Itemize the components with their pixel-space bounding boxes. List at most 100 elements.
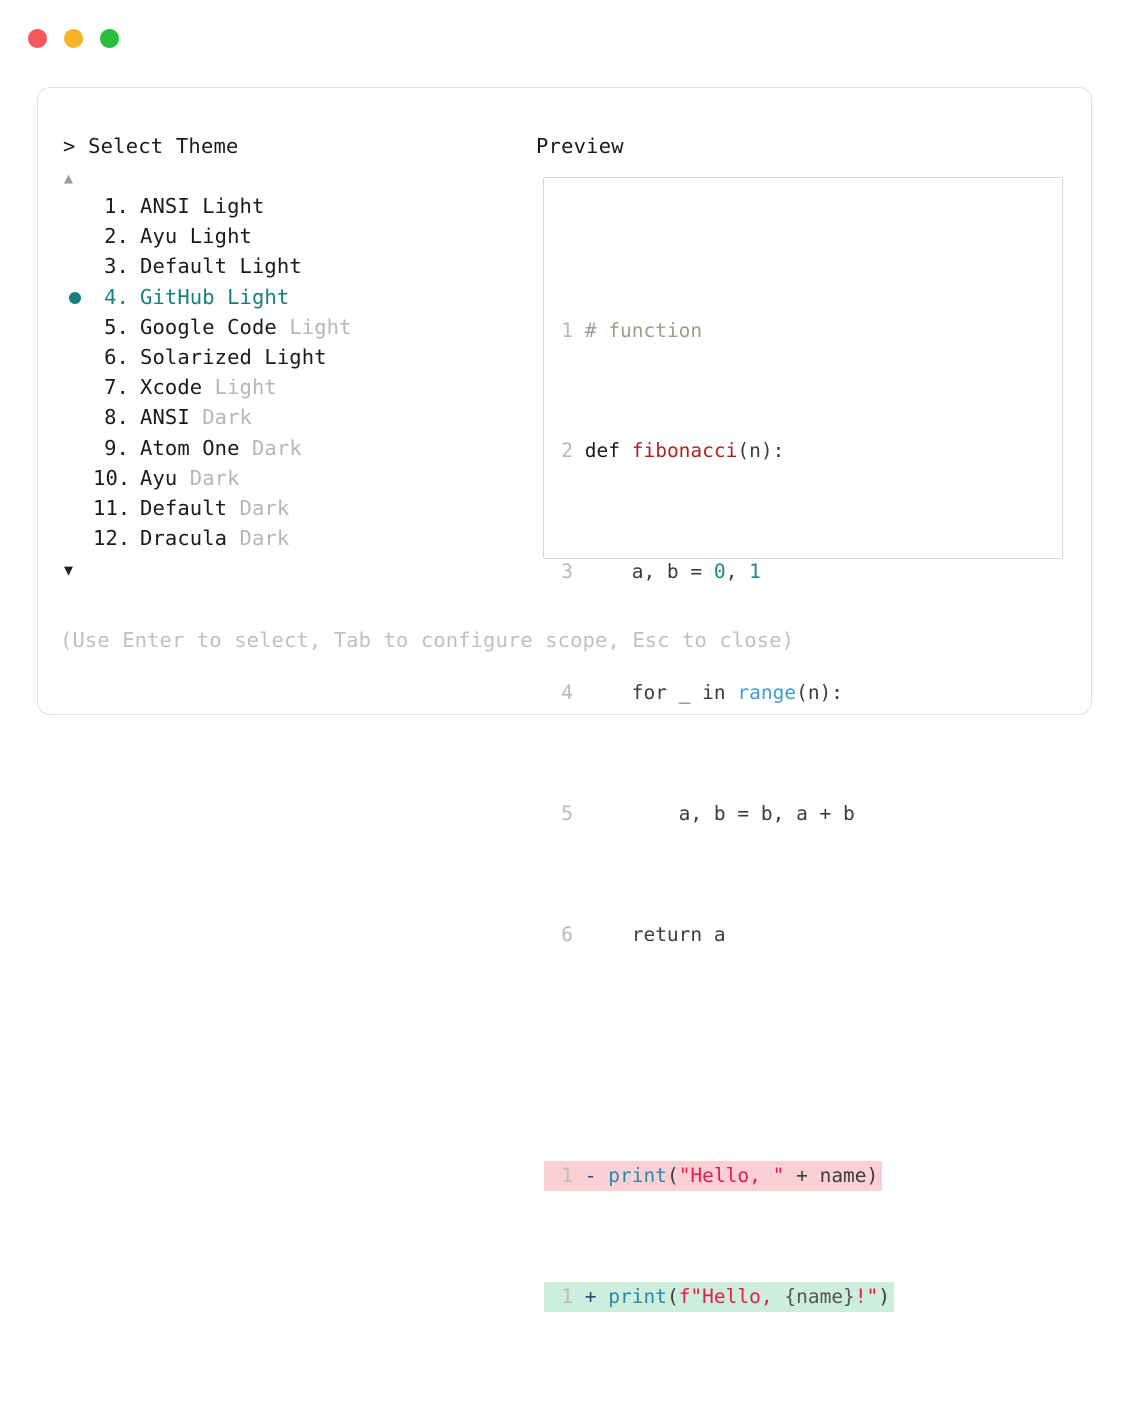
theme-list-item[interactable]: 4. GitHub Light <box>63 285 518 315</box>
code-token-comment: # function <box>584 318 703 342</box>
theme-name: Solarized <box>140 344 252 369</box>
code-token-builtin: range <box>737 681 797 705</box>
selected-bullet-icon <box>69 291 81 304</box>
code-line: 1 # function <box>560 316 1058 346</box>
theme-variant-label: Light <box>214 284 290 309</box>
code-token-operator: + name <box>784 1164 867 1188</box>
code-token-function-name: fibonacci <box>631 439 738 463</box>
theme-list-item[interactable]: 5. Google Code Light <box>63 315 518 345</box>
theme-name: Ayu <box>140 224 178 249</box>
code-token-string: f"Hello, <box>678 1285 785 1309</box>
theme-name: Google Code <box>140 314 277 339</box>
code-line: 3 a, b = 0, 1 <box>560 557 1058 587</box>
line-number: 5 <box>561 801 573 825</box>
traffic-light-group <box>28 29 119 48</box>
theme-variant-label: Light <box>276 314 352 339</box>
code-token-interpolation: {name} <box>784 1285 855 1309</box>
theme-list-item[interactable]: 9.Atom One Dark <box>63 436 518 466</box>
line-number: 1 <box>561 1164 573 1188</box>
theme-name: Xcode <box>140 375 203 400</box>
theme-list-item[interactable]: 1.ANSI Light <box>63 194 518 224</box>
theme-variant-label: Light <box>251 344 327 369</box>
code-token-text: a, b = b, a + b <box>584 801 855 825</box>
theme-index: 7. <box>104 375 129 400</box>
code-block: 1 # function 2 def fibonacci(n): 3 a, b … <box>544 225 1058 1403</box>
theme-index: 10. <box>93 465 131 490</box>
code-token-paren: ) <box>878 1285 891 1309</box>
theme-list-item[interactable]: 12. Dracula Dark <box>63 526 518 556</box>
maximize-button[interactable] <box>100 29 119 48</box>
code-token-keyword: def <box>584 439 632 463</box>
code-line: 6 return a <box>560 920 1058 950</box>
theme-variant-label: Dark <box>227 495 290 520</box>
theme-index: 1. <box>104 194 129 218</box>
theme-index: 9. <box>104 435 129 460</box>
theme-variant-label: Light <box>227 254 302 279</box>
code-token-paren: ( <box>666 1164 679 1188</box>
theme-variant-label: Light <box>202 375 277 400</box>
window-titlebar <box>0 0 1129 74</box>
code-token-params: (n): <box>737 439 785 463</box>
code-token-number: 1 <box>749 560 761 584</box>
theme-variant-label: Dark <box>189 405 252 430</box>
code-token-text: for _ in <box>584 681 738 705</box>
minimize-button[interactable] <box>64 29 83 48</box>
code-token-call: print <box>608 1285 667 1309</box>
code-token-text: , <box>725 560 750 584</box>
theme-list-item[interactable]: 6. Solarized Light <box>63 345 518 375</box>
code-token-string: "Hello, " <box>678 1164 785 1188</box>
line-number: 3 <box>561 560 573 584</box>
theme-list-item[interactable]: 3.Default Light <box>63 254 518 284</box>
code-token-paren: ) <box>866 1164 879 1188</box>
theme-name: Ayu <box>140 465 178 490</box>
theme-index: 12. <box>93 526 131 551</box>
theme-variant-label: Dark <box>177 465 240 490</box>
theme-list-item[interactable]: 2. Ayu Light <box>63 224 518 254</box>
theme-index: 11. <box>93 495 131 520</box>
theme-name: ANSI <box>140 405 190 430</box>
code-token-paren: ( <box>666 1285 679 1309</box>
theme-index: 5. <box>104 314 129 339</box>
scroll-up-icon[interactable]: ▲ <box>64 169 74 187</box>
theme-list-item[interactable]: 7. Xcode Light <box>63 375 518 405</box>
line-number: 4 <box>561 681 573 705</box>
theme-name: Atom One <box>140 435 240 460</box>
page-title: > Select Theme <box>63 134 239 158</box>
theme-index: 8. <box>104 405 129 430</box>
theme-name: Dracula <box>140 526 228 551</box>
code-line: 2 def fibonacci(n): <box>560 436 1058 466</box>
line-number: 1 <box>561 318 573 342</box>
diff-marker-plus: + <box>584 1285 609 1309</box>
line-number: 2 <box>561 439 573 463</box>
code-token-text: return a <box>584 922 726 946</box>
theme-variant-label: Light <box>177 224 252 249</box>
code-token-text: a, b = <box>584 560 714 584</box>
close-button[interactable] <box>28 29 47 48</box>
theme-list-item[interactable]: 11. Default Dark <box>63 496 518 526</box>
code-preview-panel: 1 # function 2 def fibonacci(n): 3 a, b … <box>543 177 1063 1313</box>
keyboard-hint: (Use Enter to select, Tab to configure s… <box>60 628 795 652</box>
diff-marker-minus: - <box>584 1164 609 1188</box>
theme-index: 3. <box>104 254 129 279</box>
theme-index: 6. <box>104 344 129 369</box>
code-token-call: print <box>608 1164 667 1188</box>
theme-name: GitHub <box>140 284 215 309</box>
theme-index: 2. <box>104 224 129 249</box>
code-token-number: 0 <box>713 560 726 584</box>
line-number: 6 <box>561 922 573 946</box>
theme-name: Default <box>140 495 228 520</box>
theme-list-item[interactable]: 8. ANSI Dark <box>63 405 518 435</box>
code-line: 5 a, b = b, a + b <box>560 799 1058 829</box>
scroll-down-icon[interactable]: ▼ <box>64 561 74 580</box>
code-token-string: !" <box>854 1285 879 1309</box>
diff-line-removed: 1 - print("Hello, " + name) <box>544 1161 883 1192</box>
diff-line-added: 1 + print(f"Hello, {name}!") <box>544 1282 895 1313</box>
code-token-text: (n): <box>796 681 844 705</box>
theme-list-item[interactable]: 10. Ayu Dark <box>63 466 518 496</box>
preview-label: Preview <box>536 134 624 158</box>
theme-index: 4. <box>104 284 129 309</box>
theme-variant-label: Dark <box>227 526 290 551</box>
